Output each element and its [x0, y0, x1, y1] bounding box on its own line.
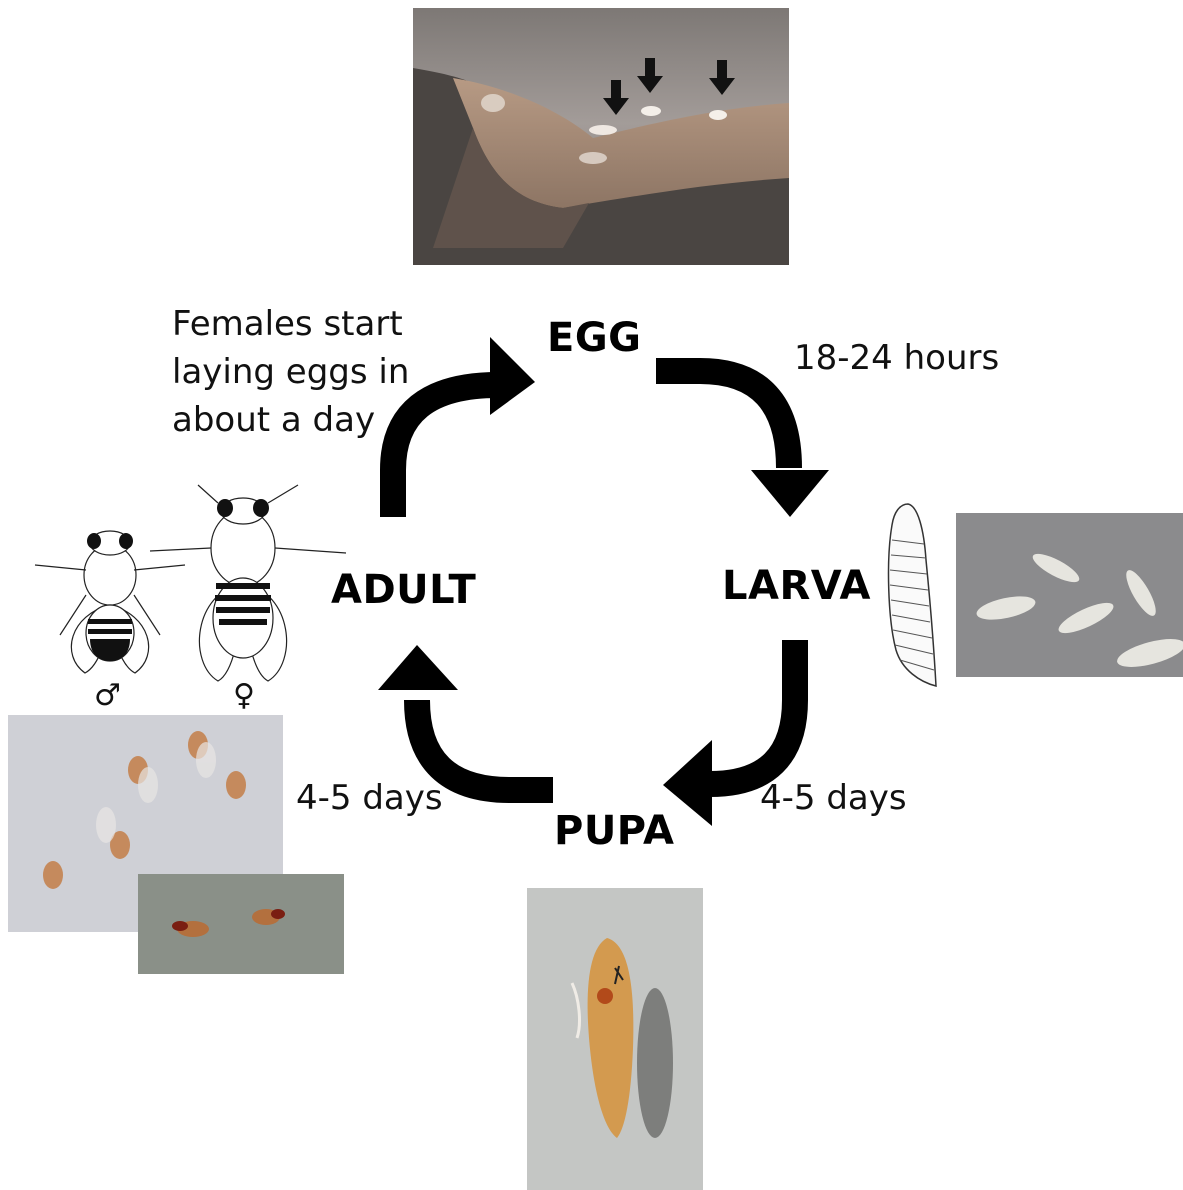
- adult-note-line: Females start: [172, 300, 409, 348]
- stage-adult-label: ADULT: [331, 567, 476, 613]
- adult-note-line: about a day: [172, 396, 409, 444]
- duration-larva-to-pupa: 4-5 days: [760, 774, 907, 822]
- duration-egg-to-larva: 18-24 hours: [794, 334, 999, 382]
- male-symbol: ♂: [94, 678, 121, 713]
- stage-egg-label: EGG: [547, 315, 642, 361]
- mating-flies-photo: [138, 874, 344, 974]
- pupa-photo: [527, 888, 703, 1190]
- arrow-larva-to-pupa: [710, 640, 795, 784]
- arrowhead-egg: [490, 337, 535, 415]
- larva-drawing: [880, 500, 940, 690]
- adult-note-line: laying eggs in: [172, 348, 409, 396]
- stage-pupa-label: PUPA: [554, 808, 674, 854]
- female-fly-drawing: [148, 483, 348, 683]
- arrowhead-larva: [751, 470, 829, 517]
- female-symbol: ♀: [233, 678, 255, 713]
- adult-note: Females start laying eggs in about a day: [172, 300, 409, 444]
- larva-photo: [956, 513, 1183, 677]
- stage-larva-label: LARVA: [722, 563, 871, 609]
- duration-pupa-to-adult: 4-5 days: [296, 774, 443, 822]
- arrowhead-adult: [378, 645, 458, 690]
- arrow-egg-to-larva: [656, 371, 789, 468]
